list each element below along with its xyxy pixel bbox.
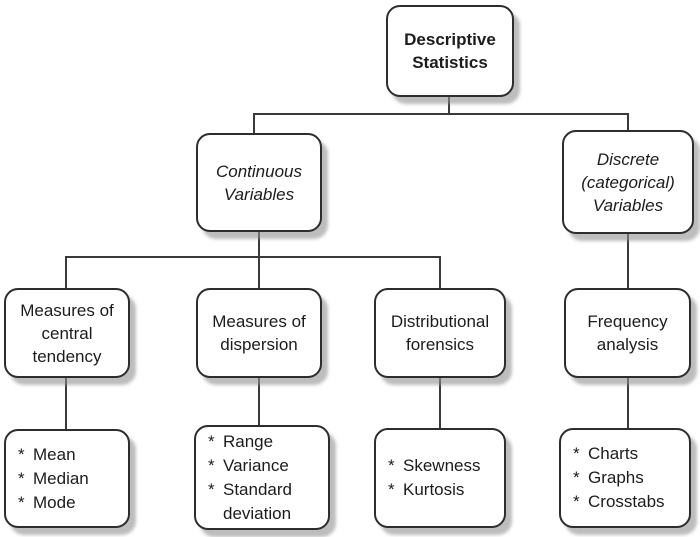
node-distributional-forensics-label: Distributional forensics: [390, 312, 490, 354]
node-central-tendency-items: * Mean * Median * Mode: [4, 429, 130, 528]
list-item-label: Crosstabs: [588, 492, 665, 511]
bullet-asterisk: *: [208, 431, 215, 451]
node-continuous-variables-label: Continuous Variables: [215, 161, 302, 204]
connector-to-continuous: [253, 113, 255, 135]
list-item-label: Range: [223, 431, 274, 451]
list-item: * Charts: [573, 442, 638, 466]
list-item-label: Graphs: [588, 468, 644, 487]
list-item: * Variance: [208, 454, 289, 478]
connector-dispersion-items: [258, 377, 260, 427]
connector-continuous-down: [258, 231, 260, 258]
bullet-asterisk: *: [388, 456, 395, 475]
connector-root-down: [448, 96, 450, 114]
node-continuous-variables: Continuous Variables: [196, 133, 322, 232]
node-measures-dispersion: Measures of dispersion: [196, 288, 322, 378]
bullet-asterisk: *: [18, 444, 25, 464]
node-descriptive-statistics-label: Descriptive Statistics: [404, 30, 496, 72]
bullet-asterisk: *: [573, 468, 580, 487]
list-item-label: Charts: [588, 444, 639, 463]
node-measures-central-tendency-label: Measures of central tendency: [20, 300, 114, 366]
list-item: * Range: [208, 430, 273, 454]
node-distributional-forensics: Distributional forensics: [374, 288, 506, 378]
list-item: * Mode: [18, 491, 76, 515]
list-item: * Crosstabs: [573, 490, 665, 514]
node-discrete-variables: Discrete (categorical) Variables: [562, 130, 694, 234]
list-item-label: Variance: [223, 455, 289, 475]
list-item-label: Mean: [33, 444, 76, 464]
bullet-asterisk: *: [18, 468, 25, 488]
list-item-label: Mode: [33, 492, 76, 512]
node-discrete-variables-label: Discrete (categorical) Variables: [581, 149, 675, 215]
list-item-label: Kurtosis: [403, 480, 465, 499]
node-forensics-items: * Skewness * Kurtosis: [374, 428, 506, 528]
list-item: * Graphs: [573, 466, 644, 490]
connector-to-central-tendency: [65, 256, 67, 290]
bullet-asterisk: *: [208, 479, 215, 499]
bullet-asterisk: *: [388, 480, 395, 499]
bullet-asterisk: *: [18, 492, 25, 512]
connector-central-tendency-items: [65, 377, 67, 431]
node-frequency-analysis: Frequency analysis: [564, 288, 691, 378]
node-frequency-analysis-label: Frequency analysis: [587, 312, 668, 354]
list-item-label: Standard deviation: [223, 479, 292, 523]
list-item: * Median: [18, 467, 89, 491]
connector-to-forensics: [439, 256, 441, 290]
connector-forensics-items: [439, 377, 441, 430]
list-item: * Mean: [18, 443, 76, 467]
node-measures-central-tendency: Measures of central tendency: [4, 288, 130, 378]
list-item-label: Median: [33, 468, 89, 488]
connector-level1-horizontal: [253, 113, 629, 115]
bullet-asterisk: *: [573, 444, 580, 463]
list-item: * Standard deviation: [208, 478, 324, 526]
connector-frequency-items: [627, 377, 629, 430]
connector-to-dispersion: [258, 256, 260, 290]
node-measures-dispersion-label: Measures of dispersion: [212, 312, 306, 354]
connector-level2-horizontal: [65, 256, 441, 258]
node-dispersion-items: * Range * Variance * Standard deviation: [194, 425, 330, 530]
connector-to-discrete: [627, 113, 629, 132]
node-frequency-items: * Charts * Graphs * Crosstabs: [559, 428, 691, 528]
list-item-label: Skewness: [403, 456, 481, 475]
list-item: * Kurtosis: [388, 478, 464, 502]
connector-discrete-to-frequency: [627, 233, 629, 290]
bullet-asterisk: *: [208, 455, 215, 475]
list-item: * Skewness: [388, 454, 480, 478]
bullet-asterisk: *: [573, 492, 580, 511]
node-descriptive-statistics: Descriptive Statistics: [386, 5, 514, 97]
